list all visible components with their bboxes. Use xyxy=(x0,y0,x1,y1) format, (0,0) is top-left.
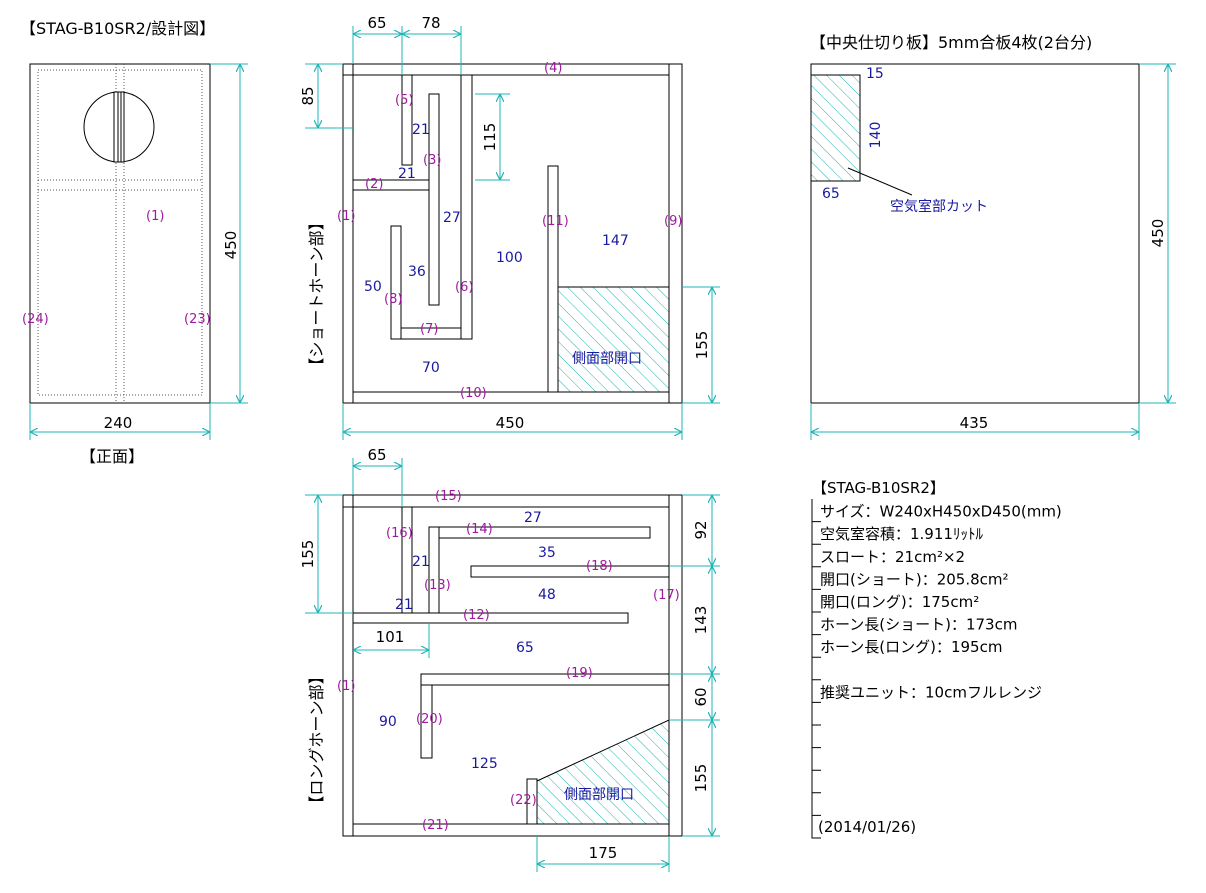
long-val-65: 65 xyxy=(516,640,534,656)
partition-dim-65: 65 xyxy=(822,186,840,202)
short-part-6: (6) xyxy=(455,280,473,295)
short-opening-label: 側面部開口 xyxy=(572,351,642,367)
partition-note: 空気室部カット xyxy=(890,198,988,215)
long-dim-101: 101 xyxy=(376,628,405,646)
long-opening-label: 側面部開口 xyxy=(564,787,634,803)
long-val-21a: 21 xyxy=(412,554,430,570)
long-dim-65: 65 xyxy=(367,446,386,464)
partition-view: 【中央仕切り板】5mm合板4枚(2台分) 15 140 65 空気室部カット 4… xyxy=(810,33,1176,440)
spec-line: ホーン長(ショート)：173cm xyxy=(820,616,1017,634)
long-part-19: (19) xyxy=(566,666,593,681)
short-part-7: (7) xyxy=(420,322,438,337)
long-dim-143: 143 xyxy=(692,606,710,635)
drawing-title: 【STAG-B10SR2/設計図】 xyxy=(20,19,215,38)
short-dim-450: 450 xyxy=(496,414,525,432)
long-val-35: 35 xyxy=(538,545,556,561)
long-part-18: (18) xyxy=(586,559,613,574)
spec-bracket xyxy=(811,725,821,749)
spec-line: 推奨ユニット：10cmフルレンジ xyxy=(820,683,1042,701)
spec-bracket xyxy=(811,702,821,726)
short-part-10: (10) xyxy=(460,386,487,401)
long-part-14: (14) xyxy=(466,522,493,537)
spec-title: 【STAG-B10SR2】 xyxy=(812,479,945,497)
short-dim-78: 78 xyxy=(421,14,440,32)
front-view: (1) (24) (23) 450 240 【正面】 xyxy=(22,63,248,466)
spec-bracket xyxy=(811,815,821,839)
front-part-24: (24) xyxy=(22,312,49,327)
long-val-21b: 21 xyxy=(395,597,413,613)
spec-bracket xyxy=(811,770,821,794)
short-part-8: (8) xyxy=(384,292,402,307)
spec-sheet: 【STAG-B10SR2】 サイズ：W240xH450xD450(mm) 空気室容… xyxy=(811,479,1062,839)
short-part-1: (1) xyxy=(337,209,355,224)
long-val-125: 125 xyxy=(471,756,498,772)
short-val-50: 50 xyxy=(364,279,382,295)
short-horn-view: (4) (5) (3) (2) (1) (11) (9) (6) (8) (7)… xyxy=(299,14,720,440)
short-val-147: 147 xyxy=(602,233,629,249)
spec-lines: サイズ：W240xH450xD450(mm) 空気室容積：1.911ﾘｯﾄﾙ スロー… xyxy=(811,499,1062,839)
short-val-100: 100 xyxy=(496,250,523,266)
long-part-1: (1) xyxy=(337,679,355,694)
spec-bracket xyxy=(811,657,821,681)
front-part-23: (23) xyxy=(184,312,211,327)
long-part-12: (12) xyxy=(463,608,490,623)
long-dim-155b: 155 xyxy=(692,764,710,793)
short-dim-65: 65 xyxy=(367,14,386,32)
short-val-21b: 21 xyxy=(398,166,416,182)
short-dim-115: 115 xyxy=(481,123,499,152)
short-val-27: 27 xyxy=(443,210,461,226)
short-dim-85: 85 xyxy=(299,86,317,105)
short-val-70: 70 xyxy=(422,360,440,376)
long-horn-view: (15) (14) (16) (18) (13) (17) (12) (19) … xyxy=(299,446,720,872)
long-part-15: (15) xyxy=(435,489,462,504)
spec-line: 開口(ロング)：175cm² xyxy=(820,593,979,611)
long-val-27: 27 xyxy=(524,510,542,526)
short-part-5: (5) xyxy=(395,93,413,108)
long-horn-caption: 【ロングホーン部】 xyxy=(307,668,326,811)
spec-line: ホーン長(ロング)：195cm xyxy=(820,638,1002,656)
partition-dim-140: 140 xyxy=(868,122,884,149)
short-part-4: (4) xyxy=(544,61,562,76)
short-horn-caption: 【ショートホーン部】 xyxy=(307,214,326,373)
long-dim-175: 175 xyxy=(589,844,618,862)
partition-dim-15: 15 xyxy=(866,66,884,82)
long-dim-155: 155 xyxy=(299,540,317,569)
long-part-16: (16) xyxy=(386,526,413,541)
partition-dim-435: 435 xyxy=(960,414,989,432)
long-val-90: 90 xyxy=(379,714,397,730)
long-dim-60: 60 xyxy=(692,687,710,706)
long-part-22: (22) xyxy=(510,793,537,808)
short-val-36: 36 xyxy=(408,264,426,280)
long-part-21: (21) xyxy=(422,818,449,833)
long-part-13: (13) xyxy=(424,578,451,593)
long-part-17: (17) xyxy=(653,588,680,603)
front-width-dim: 240 xyxy=(104,414,133,432)
partition-dim-450: 450 xyxy=(1149,219,1167,248)
short-part-2: (2) xyxy=(365,177,383,192)
long-val-48: 48 xyxy=(538,587,556,603)
spec-bracket xyxy=(811,792,821,816)
spec-line: 開口(ショート)：205.8cm² xyxy=(820,570,1009,588)
partition-caption: 【中央仕切り板】5mm合板4枚(2台分) xyxy=(810,33,1092,52)
spec-line: 空気室容積：1.911ﾘｯﾄﾙ xyxy=(820,525,983,543)
spec-bracket xyxy=(811,747,821,771)
spec-date: (2014/01/26) xyxy=(818,818,916,836)
long-part-20: (20) xyxy=(416,712,443,727)
spec-line: スロート：21cm²×2 xyxy=(820,548,965,566)
front-height-dim: 450 xyxy=(222,231,240,260)
short-dim-155: 155 xyxy=(693,331,711,360)
short-part-3: (3) xyxy=(423,153,441,168)
front-caption: 【正面】 xyxy=(80,447,144,466)
long-dim-92: 92 xyxy=(692,520,710,539)
short-part-9: (9) xyxy=(664,214,682,229)
short-val-21a: 21 xyxy=(412,122,430,138)
spec-line: サイズ：W240xH450xD450(mm) xyxy=(820,503,1062,521)
short-part-11: (11) xyxy=(542,214,569,229)
front-part-1: (1) xyxy=(146,209,164,224)
